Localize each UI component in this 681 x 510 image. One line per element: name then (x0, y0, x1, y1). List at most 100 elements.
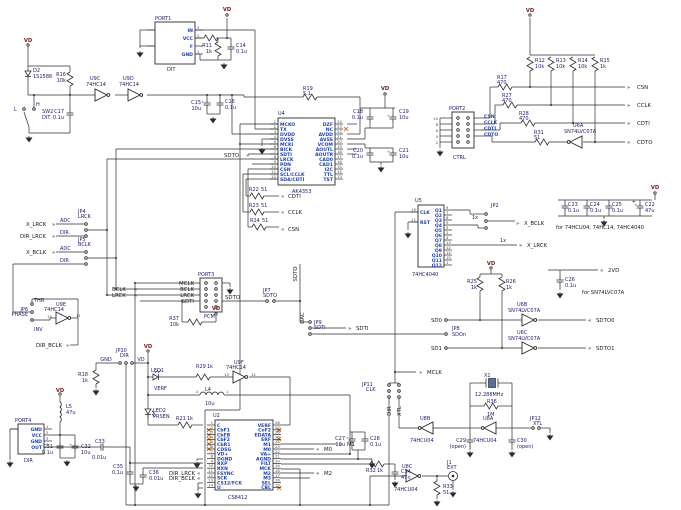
jumper-pad[interactable] (84, 250, 88, 254)
jumper-pad[interactable] (30, 318, 34, 322)
port1-dit-module-pin-number: 1 (197, 49, 200, 54)
header-connector[interactable] (451, 111, 475, 149)
label-u8b: U8B (420, 416, 431, 422)
jumper-pad[interactable] (308, 320, 312, 324)
label-sdto: SDTO (224, 153, 239, 159)
label-glyph: « (627, 140, 630, 146)
u2-cs8412-pin-rxp: RXP (217, 461, 228, 467)
bnc-connector[interactable] (448, 471, 458, 481)
jumper-pad[interactable] (387, 395, 391, 399)
jumper-pad[interactable] (30, 310, 34, 314)
capacitor-symbol (389, 114, 397, 122)
label-10u: 10u (399, 154, 409, 160)
header-pad (456, 122, 460, 126)
inverter-gate (55, 311, 70, 325)
label-0-1u: 0.1u (42, 450, 53, 456)
label-dac: DAC (300, 312, 306, 324)
jumper-pad[interactable] (22, 107, 26, 111)
jumper-pad[interactable] (272, 299, 276, 303)
header-connector[interactable] (199, 277, 223, 313)
jumper-pad[interactable] (130, 361, 134, 365)
jumper-pad[interactable] (387, 389, 391, 393)
jumper-pad[interactable] (484, 219, 488, 223)
jumper-pad[interactable] (118, 361, 122, 365)
jumper-pad[interactable] (84, 262, 88, 266)
jumper-pad[interactable] (537, 426, 541, 430)
polarity-plus-icon: + (387, 149, 390, 154)
port1-dit-module-pin-in: IN (187, 28, 193, 34)
diode-symbol (24, 70, 32, 77)
jumper-pad[interactable] (265, 299, 269, 303)
jumper-pad[interactable] (444, 318, 448, 322)
label-10k: 10k (556, 64, 565, 70)
capacitor-symbol (636, 203, 644, 211)
junction-dot (204, 504, 206, 506)
u2-cs8412-pin-sck: SCK (217, 476, 228, 482)
label-bclk: BCLK (180, 287, 194, 293)
capacitor-symbol (216, 100, 224, 108)
label-cclk: CCLK (288, 210, 303, 216)
jumper-pad[interactable] (124, 361, 128, 365)
jumper-pad[interactable] (387, 383, 391, 387)
label-c31: C31 (43, 444, 53, 450)
label-0-01u: 0.01u (149, 476, 163, 482)
junction-dot (299, 300, 301, 302)
ground-symbol (391, 482, 399, 488)
u2-cs8412-pin-mck: MCK (259, 466, 271, 472)
jumper-pad[interactable] (444, 346, 448, 350)
label-glyph: » (52, 222, 55, 228)
capacitor-symbol (556, 277, 564, 285)
polarity-plus-icon: + (387, 113, 390, 118)
label-port2: PORT2 (449, 106, 465, 112)
jumper-pad[interactable] (308, 326, 312, 330)
label-10: 10 (47, 314, 52, 319)
ground-symbol (258, 149, 266, 155)
jumper-pad[interactable] (397, 383, 401, 387)
label-c26: C26 (565, 277, 575, 283)
u2-cs8412-pin-number: 20 (275, 458, 280, 463)
polarity-plus-icon: + (346, 435, 349, 440)
ground-symbol (466, 452, 474, 458)
label-lrck: LRCK (180, 293, 194, 299)
u4-ak4353-pin-number: 10 (271, 164, 276, 169)
label-glyph: « (197, 476, 200, 482)
header-pad (466, 128, 470, 132)
u4-ak4353-pin-mcko: MCKO (280, 122, 295, 128)
u4-ak4353-pin-avss: AVSS (320, 137, 333, 143)
label-bclk: BCLK (78, 242, 92, 248)
jumper-pad[interactable] (397, 389, 401, 393)
label-thr: THR (33, 298, 45, 304)
jumper-pad[interactable] (484, 226, 488, 230)
label-c19: C19 (399, 109, 409, 115)
resistor-symbol (187, 318, 203, 326)
jumper-pad[interactable] (531, 426, 535, 430)
jumper-pad[interactable] (397, 395, 401, 399)
label-1k: 1k (207, 364, 213, 370)
junction-dot (299, 504, 301, 506)
jumper-pad[interactable] (30, 302, 34, 306)
label-sdto: SDTO (263, 293, 277, 299)
jumper-pad[interactable] (84, 256, 88, 260)
jumper-pad[interactable] (84, 228, 88, 232)
jumper-pad[interactable] (308, 332, 312, 336)
label-dir-lrck: DIR_LRCK (20, 234, 46, 240)
capacitor-symbol (98, 443, 106, 451)
junction-dot (206, 94, 208, 96)
bnc-center-pin (451, 474, 455, 478)
label-r17: R17 (497, 75, 507, 81)
jumper-pad[interactable] (84, 234, 88, 238)
ground-symbol (6, 462, 14, 468)
label-jp6: JP6 (19, 307, 28, 313)
jumper-pad[interactable] (84, 222, 88, 226)
jumper-pad[interactable] (484, 212, 488, 216)
jumper-pad[interactable] (444, 332, 448, 336)
label-glyph: » (348, 326, 351, 332)
label-r26: R26 (506, 279, 516, 285)
u4-ak4353-pin-number: 16 (337, 159, 342, 164)
jumper-pad[interactable] (32, 107, 36, 111)
port4-dir-module-pin-number: 1 (46, 424, 49, 429)
u4-ak4353-pin-number: 6 (274, 144, 277, 149)
junction-dot (231, 94, 233, 96)
label-vd: VD (144, 344, 153, 350)
